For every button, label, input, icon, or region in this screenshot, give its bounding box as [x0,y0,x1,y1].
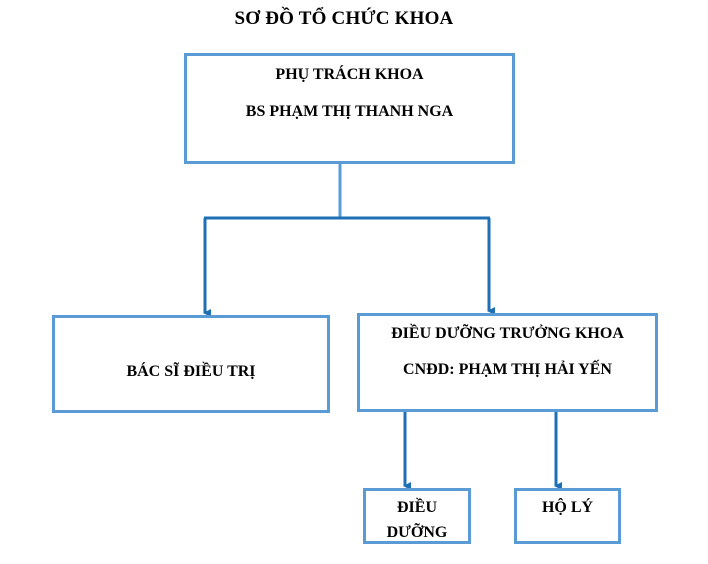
treating-doctor-box: BÁC SĨ ĐIỀU TRỊ [52,315,330,413]
head-nurse-role-label: ĐIỀU DƯỠNG TRƯỞNG KHOA [391,325,624,342]
doctor-label: BÁC SĨ ĐIỀU TRỊ [126,363,256,380]
chart-title: SƠ ĐỒ TỔ CHỨC KHOA [234,8,454,29]
head-of-department-box: PHỤ TRÁCH KHOA BS PHẠM THỊ THANH NGA [184,53,515,164]
head-nurse-person-label: CNĐD: PHẠM THỊ HẢI YẾN [403,361,612,378]
orderly-label: HỘ LÝ [541,499,594,516]
nurse-label-line1: ĐIỀU [396,499,437,516]
head-role-label: PHỤ TRÁCH KHOA [275,66,424,83]
head-nurse-box: ĐIỀU DƯỠNG TRƯỞNG KHOA CNĐD: PHẠM THỊ HẢ… [357,313,658,412]
nurse-label-line2: DƯỠNG [386,524,448,541]
nurse-box: ĐIỀU DƯỠNG [363,488,471,544]
orderly-box: HỘ LÝ [514,488,621,544]
head-person-label: BS PHẠM THỊ THANH NGA [245,103,454,120]
